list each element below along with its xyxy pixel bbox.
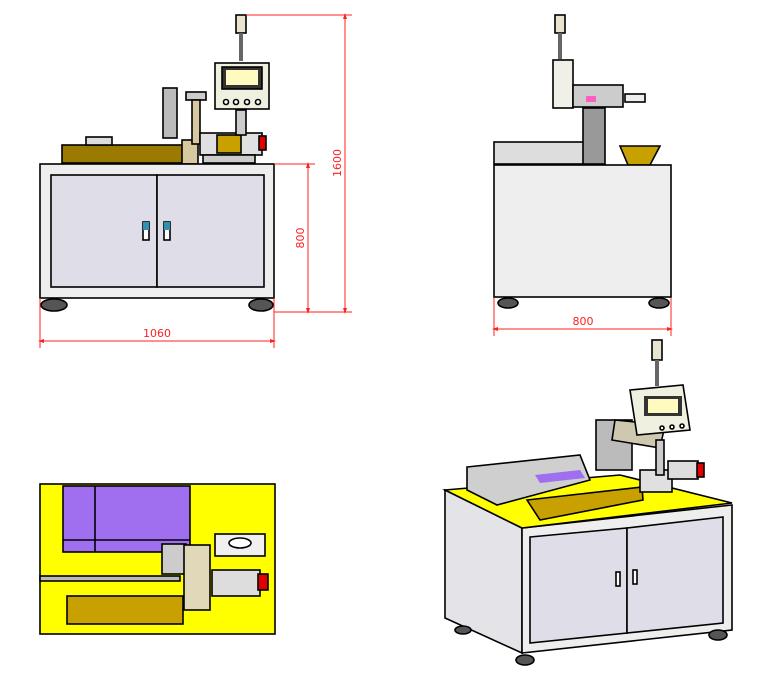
cabinet-side [493, 164, 672, 298]
button-icon [669, 424, 675, 430]
dim-height-cabinet: 800 [294, 228, 307, 249]
side-view: 800 [492, 14, 673, 336]
dim-width: 1060 [143, 327, 171, 340]
button-icon [222, 98, 230, 106]
wheel [454, 625, 472, 635]
top-view [39, 483, 276, 635]
wheel [648, 297, 670, 309]
wheel [515, 654, 535, 666]
signal-light [235, 14, 247, 34]
wheel [248, 298, 274, 312]
screen [226, 70, 258, 85]
feeder-plate [62, 485, 191, 553]
isometric-view [442, 339, 733, 666]
front-view: 1600 800 1060 [38, 13, 352, 348]
door-right [626, 516, 724, 634]
motor [211, 569, 261, 597]
actuator [162, 87, 178, 139]
dim-depth: 800 [573, 315, 594, 328]
dimension-lines [38, 13, 352, 348]
button-icon [243, 98, 251, 106]
button-icon [254, 98, 262, 106]
door-left [50, 174, 158, 288]
door-left [529, 527, 628, 644]
button-icon [679, 423, 685, 429]
control-panel [214, 62, 270, 110]
button-icon [659, 425, 665, 431]
wheel [708, 629, 728, 641]
wheel [40, 298, 68, 312]
feeder [466, 454, 592, 506]
tray [61, 144, 185, 164]
control-panel [629, 384, 691, 436]
wheel [497, 297, 519, 309]
dim-height-total: 1600 [331, 149, 344, 177]
signal-light [651, 339, 663, 361]
hopper [618, 145, 662, 166]
tray [66, 595, 184, 625]
door-right [156, 174, 265, 288]
signal-light [554, 14, 566, 34]
screen [648, 399, 678, 413]
button-icon [232, 98, 240, 106]
tray [525, 486, 644, 521]
